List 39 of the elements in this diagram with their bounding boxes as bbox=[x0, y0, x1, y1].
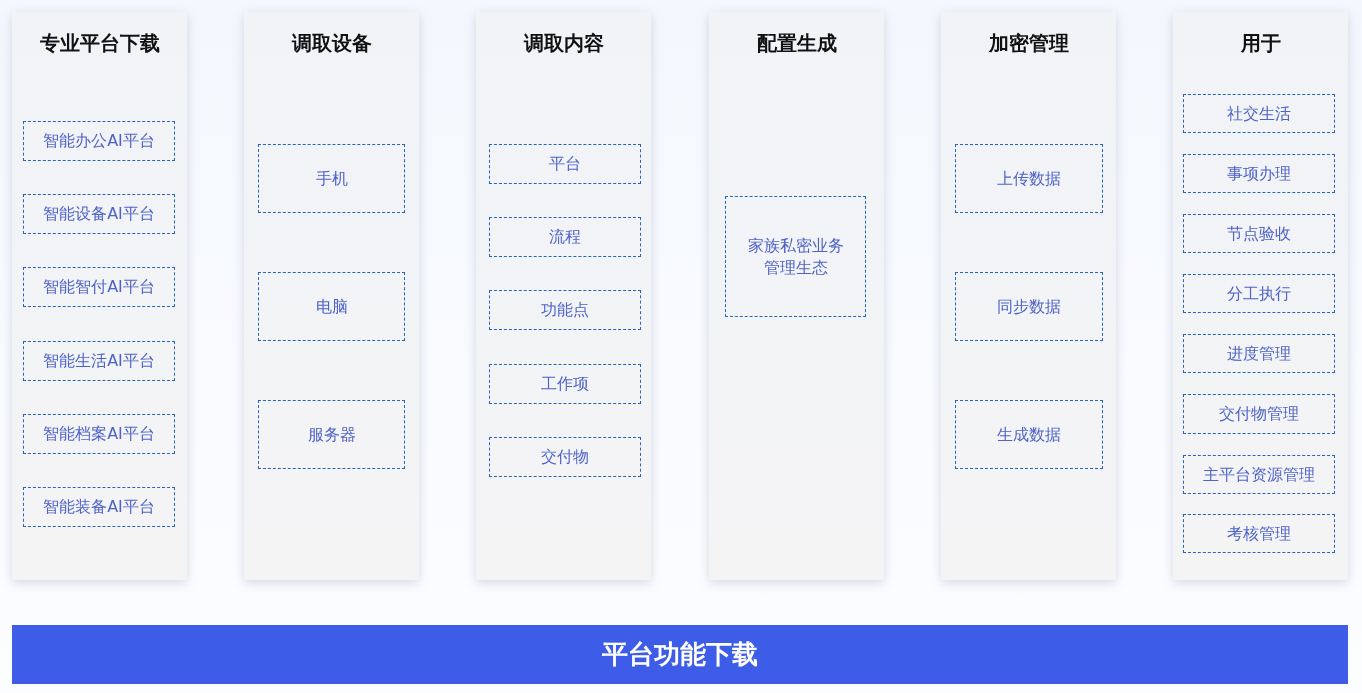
dashed-item-box: 智能装备AI平台 bbox=[23, 487, 175, 527]
title-banner: 平台功能下载 bbox=[12, 625, 1348, 684]
dashed-item-box: 智能办公AI平台 bbox=[23, 121, 175, 161]
column-heading: 调取内容 bbox=[523, 31, 604, 55]
dashed-item-box: 上传数据 bbox=[955, 144, 1103, 213]
dashed-item-box: 手机 bbox=[258, 144, 405, 213]
column-panel bbox=[244, 12, 419, 580]
dashed-item-box: 智能生活AI平台 bbox=[23, 341, 175, 381]
dashed-item-box: 进度管理 bbox=[1183, 334, 1335, 373]
dashed-item-box: 考核管理 bbox=[1183, 514, 1335, 553]
dashed-item-box: 服务器 bbox=[258, 400, 405, 469]
column-heading: 用于 bbox=[1240, 31, 1281, 55]
dashed-item-box: 交付物管理 bbox=[1183, 394, 1335, 434]
dashed-item-box: 交付物 bbox=[489, 437, 641, 477]
dashed-item-box: 同步数据 bbox=[955, 272, 1103, 341]
column-heading: 专业平台下载 bbox=[39, 31, 160, 55]
dashed-item-box: 节点验收 bbox=[1183, 214, 1335, 253]
dashed-item-box: 智能设备AI平台 bbox=[23, 194, 175, 234]
dashed-item-box: 主平台资源管理 bbox=[1183, 455, 1335, 494]
column-heading: 配置生成 bbox=[756, 31, 837, 55]
column-heading: 加密管理 bbox=[988, 31, 1069, 55]
column-panel bbox=[709, 12, 884, 580]
dashed-item-box: 社交生活 bbox=[1183, 94, 1335, 133]
dashed-item-box: 电脑 bbox=[258, 272, 405, 341]
dashed-item-box: 分工执行 bbox=[1183, 274, 1335, 313]
dashed-item-box: 工作项 bbox=[489, 364, 641, 404]
dashed-item-box: 事项办理 bbox=[1183, 154, 1335, 193]
dashed-item-box: 流程 bbox=[489, 217, 641, 257]
dashed-item-box: 功能点 bbox=[489, 290, 641, 330]
dashed-item-box: 智能智付AI平台 bbox=[23, 267, 175, 307]
dashed-item-box: 家族私密业务管理生态 bbox=[725, 196, 866, 317]
column-panel bbox=[12, 12, 187, 580]
dashed-item-box: 智能档案AI平台 bbox=[23, 414, 175, 454]
dashed-item-box: 生成数据 bbox=[955, 400, 1103, 469]
column-heading: 调取设备 bbox=[291, 31, 372, 55]
column-panel bbox=[1173, 12, 1348, 580]
dashed-item-box: 平台 bbox=[489, 144, 641, 184]
column-panel bbox=[476, 12, 651, 580]
column-panel bbox=[941, 12, 1116, 580]
